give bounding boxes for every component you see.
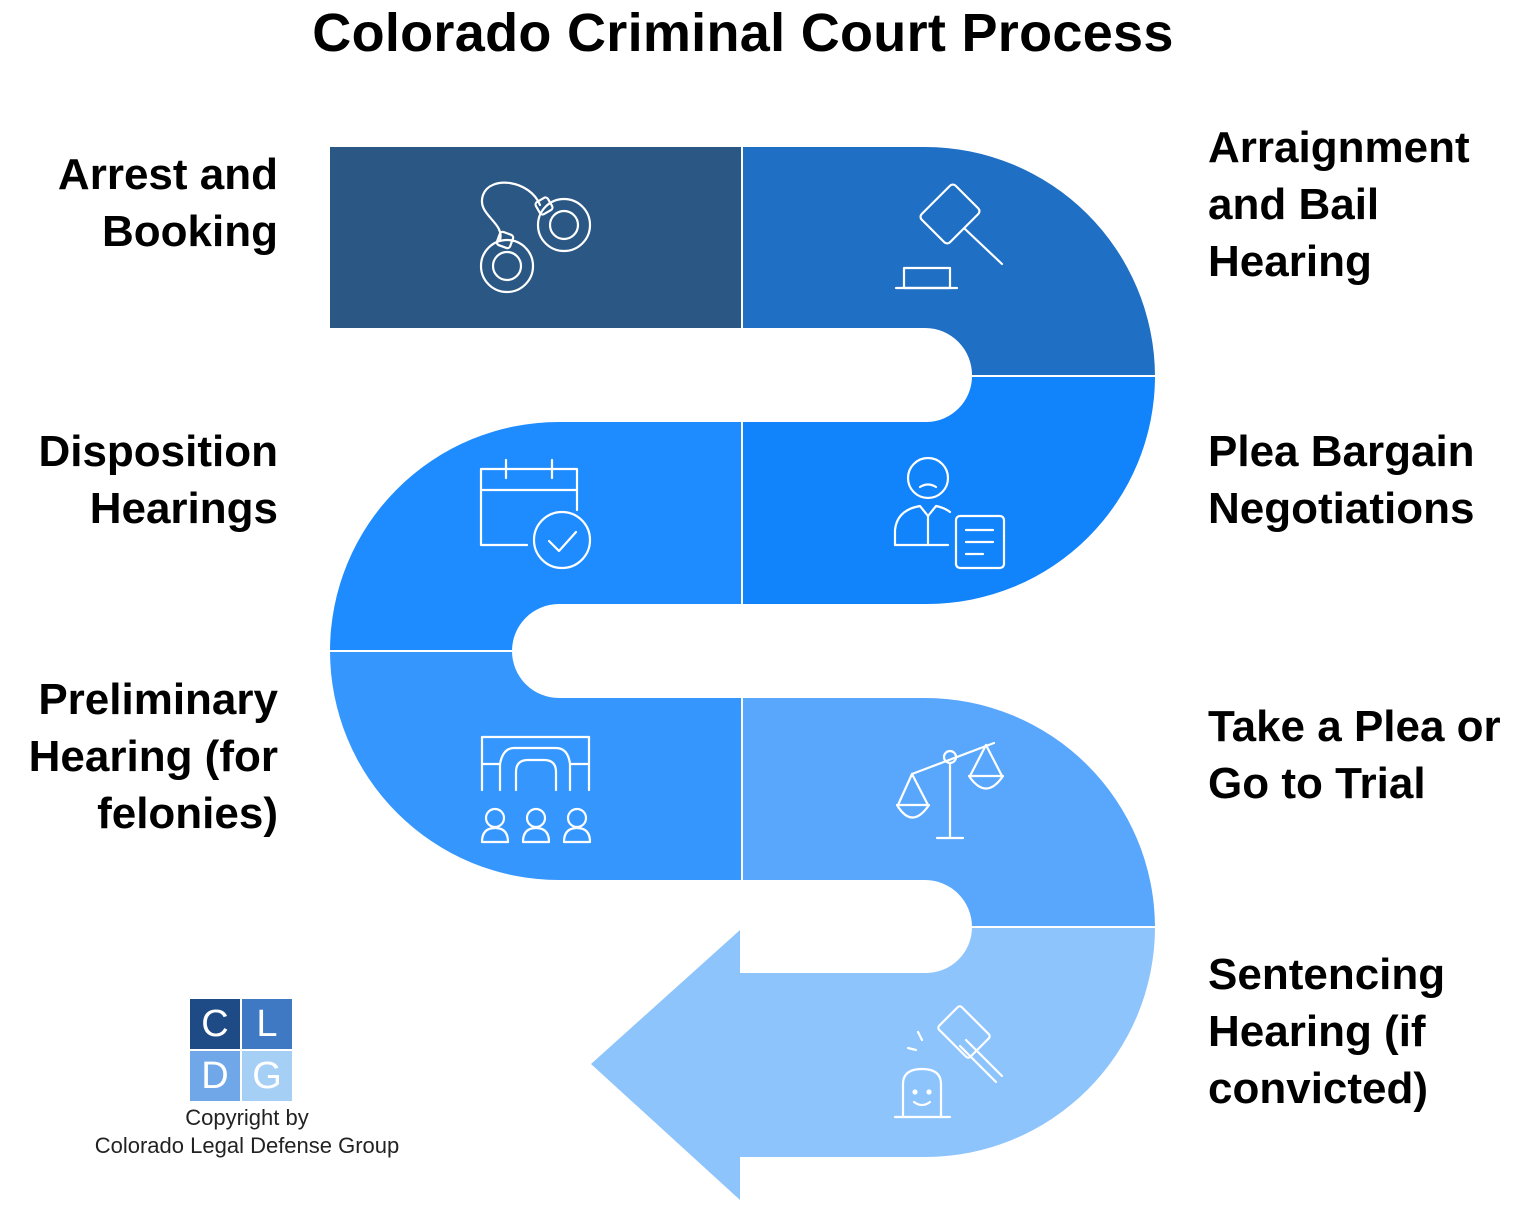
gavel-icon xyxy=(894,183,1004,290)
segment-preliminary-hearing xyxy=(330,651,742,880)
scales-icon xyxy=(895,741,1005,840)
page-title: Colorado Criminal Court Process xyxy=(312,3,1174,63)
segment-plea-bargain xyxy=(742,376,1155,604)
courtroom-icon xyxy=(480,735,592,844)
cldg-logo: C L D G xyxy=(190,999,292,1101)
calendar-check-icon xyxy=(479,458,592,570)
segment-sentencing-arrow xyxy=(591,927,1155,1200)
segment-plea-or-trial xyxy=(742,697,1155,927)
logo-cell-g: G xyxy=(242,1051,292,1101)
copyright-notice: Copyright by Colorado Legal Defense Grou… xyxy=(94,1105,400,1158)
person-document-icon xyxy=(893,456,1006,570)
logo-cell-c: C xyxy=(190,999,240,1049)
handcuffs-icon xyxy=(479,181,592,294)
segment-arraignment xyxy=(742,147,1155,376)
segment-arrest-booking xyxy=(330,147,742,328)
logo-cell-l: L xyxy=(242,999,292,1049)
gavel-strike-icon xyxy=(893,1005,1004,1119)
segment-dividers xyxy=(330,147,1155,928)
logo-cell-d: D xyxy=(190,1051,240,1101)
segment-disposition xyxy=(330,422,742,651)
